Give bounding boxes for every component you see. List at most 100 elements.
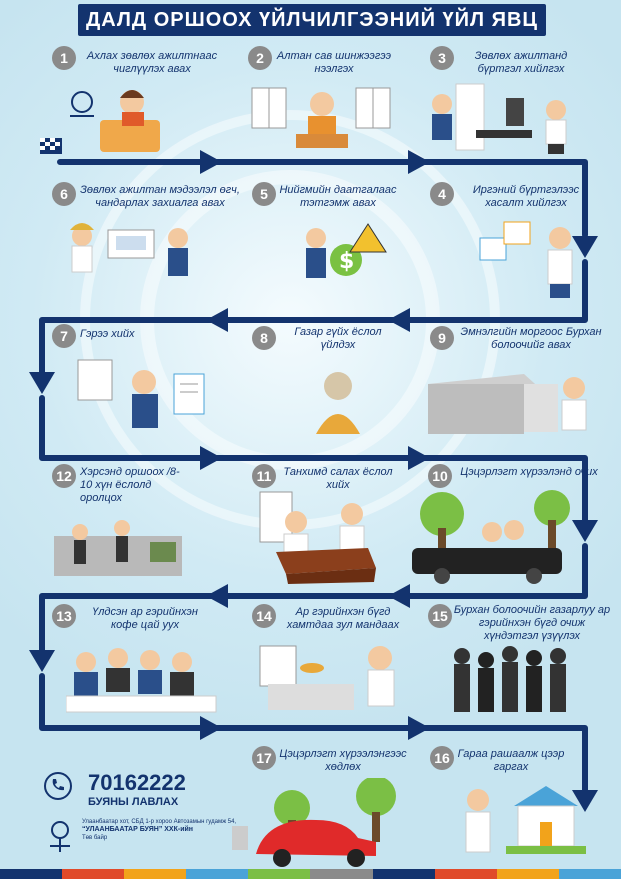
color-strip-segment <box>558 869 621 879</box>
step-number: 7 <box>52 324 76 348</box>
address-tail: Төв байр <box>82 835 108 841</box>
benefits-illustration: $ <box>306 223 387 278</box>
step-11: 11 Танхимд салах ёслол хийх <box>246 462 416 592</box>
color-strip-segment <box>310 869 373 879</box>
step-number: 1 <box>52 46 76 70</box>
step-3: 3 Зөвлөх ажилтанд бүртгэл хийлгэх <box>420 46 610 166</box>
hearse-illustration <box>412 490 570 584</box>
step-label: Алтан сав шинжээгээ нээлгэх <box>276 50 392 75</box>
step-number: 2 <box>248 46 272 70</box>
step-label: Танхимд салах ёслол хийх <box>283 466 393 491</box>
step-number: 17 <box>252 746 276 770</box>
step-label: Ар гэрийнхэн бүгд хамтдаа зул мандаах <box>286 606 400 631</box>
mourners-illustration <box>454 646 566 712</box>
step-4: 4 Иргэний бүртгэлээс хасалт хийлгэх <box>424 182 614 302</box>
step-number: 9 <box>430 326 454 350</box>
step-14: 14 Ар гэрийнхэн бүгд хамтдаа зул мандаах <box>246 602 416 724</box>
step-12: 12 Хэрсэнд оршоох /8-10 хүн ёслолд оролц… <box>44 462 234 592</box>
step-label: Бурхан болоочийн газарлуу ар гэрийнхэн б… <box>453 604 611 642</box>
civil-registry-illustration <box>479 221 573 298</box>
color-strip-segment <box>372 869 435 879</box>
step-number: 12 <box>52 464 76 488</box>
house-icon <box>514 786 578 847</box>
contract-illustration <box>77 359 205 428</box>
step-number: 6 <box>52 182 76 206</box>
tree-icon <box>420 492 464 558</box>
logo-icon <box>50 821 70 852</box>
morgue-illustration <box>428 374 587 434</box>
presentation-illustration <box>70 223 188 276</box>
address: Улаанбаатар хот, СБД 1-р хороо Автозамын… <box>82 818 242 842</box>
color-strip-segment <box>186 869 249 879</box>
step-label: Үлдсэн ар гэрийнхэн кофе цай уух <box>92 606 198 631</box>
step-17: 17 Цэцэрлэгт хүрээлэнгээс хөдлөх <box>232 744 426 869</box>
candle-lighting-illustration <box>259 645 395 710</box>
step-number: 3 <box>430 46 454 70</box>
step-label: Иргэний бүртгэлээс хасалт хийлгэх <box>472 184 580 209</box>
phone-icon <box>44 772 72 800</box>
phone-caption: БУЯНЫ ЛАВЛАХ <box>88 796 179 808</box>
step-5: 5 Нийгмийн даатгалаас тэтгэмж авах $ <box>246 182 416 302</box>
monk-desk-illustration <box>251 87 391 148</box>
step-label: Эмнэлгийн моргоос Бурхан болоочийг авах <box>460 326 602 351</box>
svg-text:$: $ <box>339 249 354 274</box>
step-number: 8 <box>252 326 276 350</box>
coffin-icon <box>276 548 376 584</box>
burial-illustration <box>54 520 182 576</box>
step-7: 7 Гэрээ хийх <box>44 322 224 442</box>
color-strip-segment <box>0 869 63 879</box>
color-strip-segment <box>496 869 559 879</box>
registration-desk-illustration <box>432 83 567 154</box>
color-strip-segment <box>62 869 125 879</box>
coffee-gathering-illustration <box>66 648 217 713</box>
step-label: Зөвлөх ажилтанд бүртгэл хийлгэх <box>474 50 568 75</box>
step-number: 10 <box>428 464 452 488</box>
step-9: 9 Эмнэлгийн моргоос Бурхан болоочийг ава… <box>424 322 614 442</box>
departing-car-illustration <box>232 778 396 867</box>
step-label: Гараа рашаалж цээр гаргах <box>457 748 565 773</box>
phone-number[interactable]: 70162222 <box>88 770 186 795</box>
step-label: Гэрээ хийх <box>80 328 135 340</box>
tree-icon <box>356 778 396 842</box>
step-label: Зөвлөх ажилтан мэдээлэл өгч, чандарлах з… <box>80 184 240 209</box>
step-number: 5 <box>252 182 276 206</box>
step-number: 11 <box>252 464 276 488</box>
step-8: 8 Газар гүйх ёслол үйлдэх <box>246 322 416 442</box>
step-1: 1 Ахлах зөвлөх ажилтнаас чиглүүлэх авах <box>40 46 230 156</box>
step-label: Ахлах зөвлөх ажилтнаас чиглүүлэх авах <box>86 50 218 75</box>
page-title: ДАЛД ОРШООХ ҮЙЛЧИЛГЭЭНИЙ ҮЙЛ ЯВЦ <box>78 4 546 36</box>
step-label: Цэцэрлэгт хүрээлэнгээс хөдлөх <box>279 748 407 773</box>
step-number: 15 <box>428 604 452 628</box>
step-number: 14 <box>252 604 276 628</box>
color-strip <box>0 869 621 879</box>
step-number: 13 <box>52 604 76 628</box>
step-2: 2 Алтан сав шинжээгээ нээлгэх <box>240 46 410 156</box>
step-number: 16 <box>430 746 454 770</box>
color-strip-segment <box>434 869 497 879</box>
step-label: Нийгмийн даатгалаас тэтгэмж авах <box>279 184 397 209</box>
step-10: 10 Цэцэрлэгт хүрээлэнд очих <box>412 462 610 592</box>
car-icon <box>256 819 376 867</box>
color-strip-segment <box>248 869 311 879</box>
meditating-monk-illustration <box>316 372 360 434</box>
step-label: Хэрсэнд оршоох /8-10 хүн ёслолд оролцох <box>80 466 180 504</box>
step-16: 16 Гараа рашаалж цээр гаргах <box>424 744 614 869</box>
tree-icon <box>534 490 570 550</box>
step-13: 13 Үлдсэн ар гэрийнхэн кофе цай уух <box>44 602 234 724</box>
step-6: 6 Зөвлөх ажилтан мэдээлэл өгч, чандарлах… <box>44 182 244 302</box>
step-label: Цэцэрлэгт хүрээлэнд очих <box>460 466 598 478</box>
color-strip-segment <box>124 869 187 879</box>
farewell-hall-illustration <box>259 491 376 584</box>
step-15: 15 Бурхан болоочийн газарлуу ар гэрийнхэ… <box>420 602 615 724</box>
address-line: Улаанбаатар хот, СБД 1-р хороо Автозамын… <box>82 819 237 825</box>
home-illustration <box>465 786 586 854</box>
consultant-illustration <box>40 90 160 154</box>
company-info: Улаанбаатар хот, СБД 1-р хороо Автозамын… <box>44 818 254 864</box>
hotline: 70162222 БУЯНЫ ЛАВЛАХ <box>44 770 224 808</box>
step-label: Газар гүйх ёслол үйлдэх <box>294 326 382 351</box>
company-name: “УЛААНБААТАР БУЯН” ХХК-ийн <box>82 826 194 833</box>
step-number: 4 <box>430 182 454 206</box>
checkered-flag-icon <box>40 138 62 154</box>
